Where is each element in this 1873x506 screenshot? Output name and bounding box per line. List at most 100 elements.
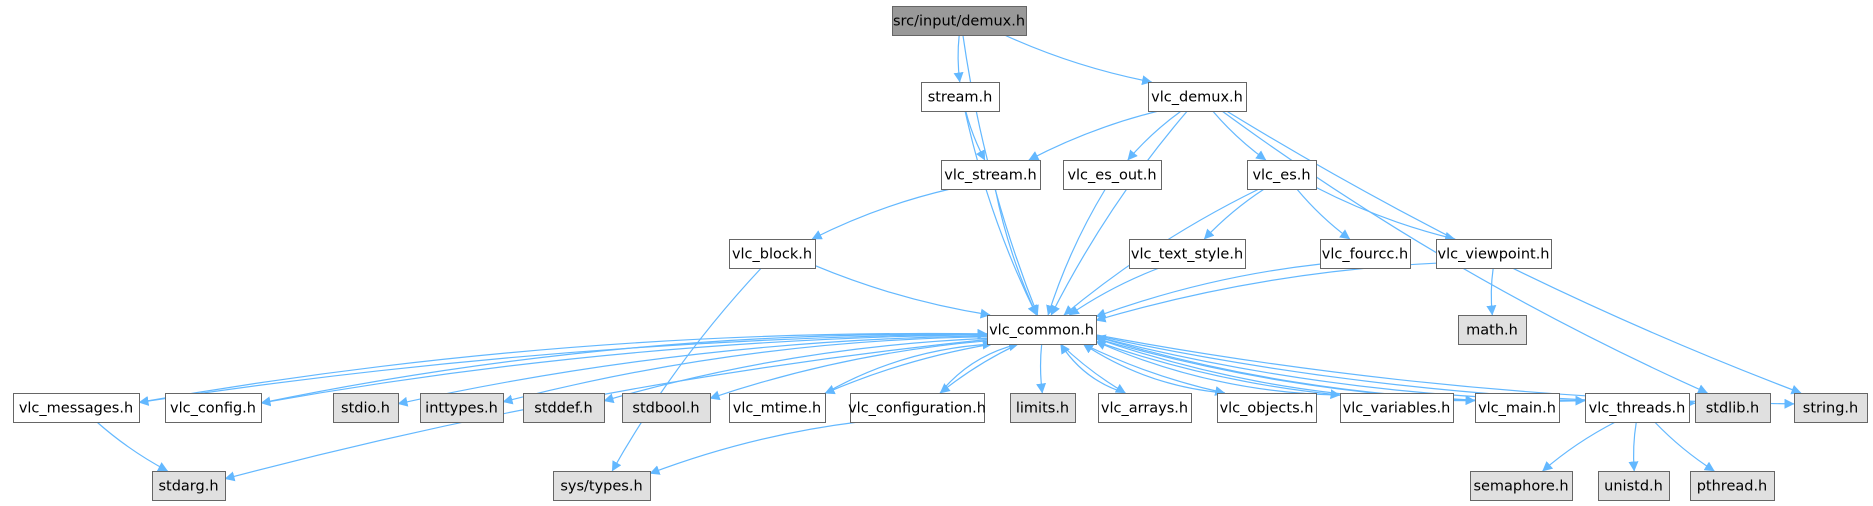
edge-vlc_demux_h-to-vlc_stream_h [1028, 110, 1159, 161]
node-vlc_variables_h[interactable]: vlc_variables.h [1340, 393, 1454, 423]
node-vlc_fourcc_h[interactable]: vlc_fourcc.h [1320, 239, 1411, 269]
node-vlc_config_h[interactable]: vlc_config.h [165, 393, 262, 423]
node-label-stdio_h: stdio.h [341, 401, 390, 417]
node-box-vlc_objects_h [1217, 393, 1317, 423]
node-label-inttypes_h: inttypes.h [425, 401, 498, 417]
edge-vlc_mtime_h-to-vlc_common_h [824, 339, 993, 394]
edge-vlc_messages_h-to-stdarg_h [96, 421, 169, 472]
node-label-string_h: string.h [1803, 401, 1858, 417]
node-semaphore_h: semaphore.h [1470, 471, 1573, 501]
node-box-string_h [1794, 393, 1868, 423]
edge-vlc_configuration_h-to-sys_types_h [649, 421, 859, 475]
node-vlc_objects_h[interactable]: vlc_objects.h [1217, 393, 1317, 423]
node-vlc_text_style_h[interactable]: vlc_text_style.h [1129, 239, 1246, 269]
node-demux_h[interactable]: src/input/demux.h [892, 6, 1027, 36]
node-box-math_h [1458, 315, 1527, 345]
node-label-vlc_messages_h: vlc_messages.h [19, 401, 133, 417]
node-vlc_arrays_h[interactable]: vlc_arrays.h [1098, 393, 1192, 423]
node-box-vlc_block_h [729, 239, 816, 269]
edge-vlc_messages_h-to-vlc_common_h [138, 328, 988, 403]
edge-vlc_block_h-to-sys_types_h [611, 267, 762, 472]
node-vlc_viewpoint_h[interactable]: vlc_viewpoint.h [1436, 239, 1552, 269]
edge-vlc_fourcc_h-to-vlc_common_h [1095, 263, 1321, 319]
node-box-stdbool_h [622, 393, 711, 423]
node-vlc_main_h[interactable]: vlc_main.h [1475, 393, 1560, 423]
node-box-unistd_h [1598, 471, 1670, 501]
edge-vlc_common_h-to-vlc_variables_h [1095, 340, 1341, 400]
node-box-vlc_es_h [1247, 160, 1317, 190]
edge-vlc_config_h-to-vlc_common_h [260, 329, 988, 404]
node-label-stdarg_h: stdarg.h [158, 479, 218, 495]
node-box-stdlib_h [1695, 393, 1771, 423]
edge-vlc_demux_h-to-vlc_common_h [1050, 110, 1188, 316]
node-vlc_common_h[interactable]: vlc_common.h [987, 315, 1097, 345]
node-box-vlc_es_out_h [1063, 160, 1162, 190]
edge-vlc_threads_h-to-pthread_h [1654, 421, 1715, 472]
node-box-vlc_configuration_h [850, 393, 985, 423]
edge-vlc_viewpoint_h-to-math_h [1486, 267, 1497, 316]
node-box-vlc_config_h [165, 393, 262, 423]
edge-stream_h-to-vlc_common_h [964, 110, 1037, 316]
node-box-limits_h [1010, 393, 1076, 423]
node-vlc_mtime_h[interactable]: vlc_mtime.h [729, 393, 826, 423]
node-stdbool_h: stdbool.h [622, 393, 711, 423]
node-label-vlc_arrays_h: vlc_arrays.h [1101, 401, 1188, 417]
node-inttypes_h: inttypes.h [420, 393, 504, 423]
edge-vlc_common_h-to-stdio_h [397, 335, 988, 407]
node-label-vlc_main_h: vlc_main.h [1478, 401, 1556, 417]
nodes-layer: src/input/demux.h stream.h vlc_demux.h vlc_… [13, 6, 1868, 501]
edge-vlc_objects_h-to-vlc_common_h [1082, 343, 1225, 394]
node-sys_types_h: sys/types.h [553, 471, 651, 501]
node-label-math_h: math.h [1466, 323, 1518, 339]
edge-vlc_es_h-to-vlc_fourcc_h [1296, 188, 1351, 240]
node-vlc_block_h[interactable]: vlc_block.h [729, 239, 816, 269]
node-box-vlc_fourcc_h [1320, 239, 1411, 269]
node-box-demux_h [892, 6, 1027, 36]
node-box-semaphore_h [1470, 471, 1573, 501]
edge-vlc_es_h-to-vlc_viewpoint_h [1315, 186, 1456, 242]
node-label-vlc_variables_h: vlc_variables.h [1343, 401, 1451, 417]
edge-vlc_es_h-to-vlc_text_style_h [1203, 188, 1265, 240]
node-label-stddef_h: stddef.h [534, 401, 592, 417]
node-box-vlc_arrays_h [1098, 393, 1192, 423]
edge-stream_h-to-vlc_stream_h [965, 110, 986, 161]
node-stdio_h: stdio.h [333, 393, 399, 423]
node-label-vlc_es_h: vlc_es.h [1252, 168, 1310, 184]
edge-vlc_es_out_h-to-vlc_common_h [1046, 188, 1106, 316]
node-stdlib_h: stdlib.h [1695, 393, 1771, 423]
edge-demux_h-to-stream_h [953, 34, 964, 83]
edge-vlc_arrays_h-to-vlc_common_h [1060, 343, 1126, 394]
node-box-stdarg_h [152, 471, 226, 501]
edge-vlc_block_h-to-vlc_common_h [814, 265, 991, 319]
node-vlc_stream_h[interactable]: vlc_stream.h [941, 160, 1041, 190]
node-vlc_demux_h[interactable]: vlc_demux.h [1148, 82, 1247, 112]
node-label-limits_h: limits.h [1016, 401, 1069, 417]
node-vlc_threads_h[interactable]: vlc_threads.h [1585, 393, 1690, 423]
edge-vlc_threads_h-to-unistd_h [1628, 421, 1639, 472]
node-label-demux_h: src/input/demux.h [893, 14, 1025, 30]
node-math_h: math.h [1458, 315, 1527, 345]
node-stream_h[interactable]: stream.h [921, 82, 1000, 112]
node-vlc_messages_h[interactable]: vlc_messages.h [13, 393, 140, 423]
node-vlc_configuration_h[interactable]: vlc_configuration.h [848, 393, 986, 423]
edge-vlc_threads_h-to-semaphore_h [1542, 421, 1616, 472]
node-vlc_es_out_h[interactable]: vlc_es_out.h [1063, 160, 1162, 190]
edge-vlc_common_h-to-vlc_configuration_h [939, 343, 1019, 394]
node-stdarg_h: stdarg.h [152, 471, 226, 501]
node-box-stream_h [921, 82, 1000, 112]
node-box-vlc_common_h [987, 315, 1097, 345]
node-box-stddef_h [523, 393, 605, 423]
node-pthread_h: pthread.h [1690, 471, 1775, 501]
edge-vlc_common_h-to-stdbool_h [709, 340, 988, 401]
node-box-vlc_viewpoint_h [1436, 239, 1552, 269]
node-label-vlc_text_style_h: vlc_text_style.h [1131, 247, 1243, 263]
node-label-stdbool_h: stdbool.h [632, 401, 699, 417]
node-box-vlc_text_style_h [1129, 239, 1246, 269]
node-label-stream_h: stream.h [928, 90, 993, 106]
node-vlc_es_h[interactable]: vlc_es.h [1247, 160, 1317, 190]
node-label-vlc_stream_h: vlc_stream.h [944, 168, 1036, 184]
node-label-sys_types_h: sys/types.h [560, 479, 642, 495]
node-box-stdio_h [333, 393, 399, 423]
node-label-vlc_objects_h: vlc_objects.h [1220, 401, 1314, 417]
node-box-vlc_variables_h [1340, 393, 1454, 423]
